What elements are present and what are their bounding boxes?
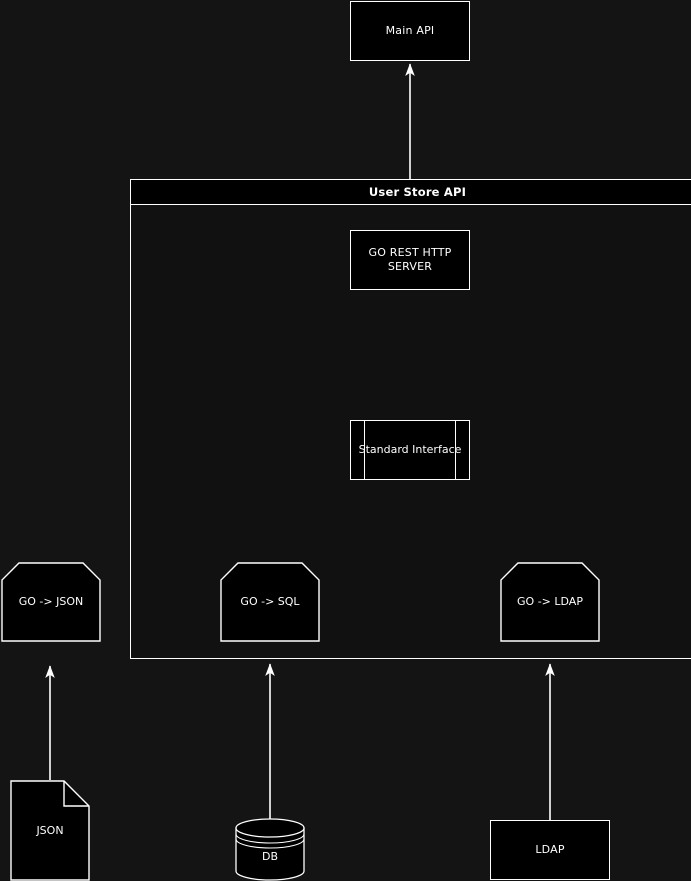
node-main-api[interactable]: Main API xyxy=(350,1,470,61)
container-title: User Store API xyxy=(131,180,691,205)
chamfered-box-shape xyxy=(220,562,320,642)
node-db-label: DB xyxy=(261,849,279,863)
node-standard-interface-wrapper: Standard Interface xyxy=(350,420,470,480)
chamfered-box-shape xyxy=(500,562,600,642)
node-go-ldap[interactable]: GO -> LDAP xyxy=(500,562,600,642)
cylinder-shape xyxy=(235,818,305,881)
chamfered-box-shape xyxy=(1,562,101,642)
node-go-sql[interactable]: GO -> SQL xyxy=(220,562,320,642)
node-go-json[interactable]: GO -> JSON xyxy=(1,562,101,642)
node-go-sql-label: GO -> SQL xyxy=(240,595,300,608)
node-go-ldap-label: GO -> LDAP xyxy=(517,595,583,608)
node-go-json-label: GO -> JSON xyxy=(18,595,84,608)
node-go-rest-http-server[interactable]: GO REST HTTP SERVER xyxy=(350,230,470,290)
document-shape xyxy=(10,780,90,881)
node-json-file[interactable]: JSON xyxy=(10,780,90,881)
node-ldap[interactable]: LDAP xyxy=(490,820,610,880)
module-bar-right-icon xyxy=(455,420,456,480)
module-bar-left-icon xyxy=(364,420,365,480)
node-standard-interface[interactable]: Standard Interface xyxy=(350,420,470,480)
node-json-file-label: JSON xyxy=(36,824,64,837)
node-db[interactable]: DB xyxy=(235,818,305,881)
